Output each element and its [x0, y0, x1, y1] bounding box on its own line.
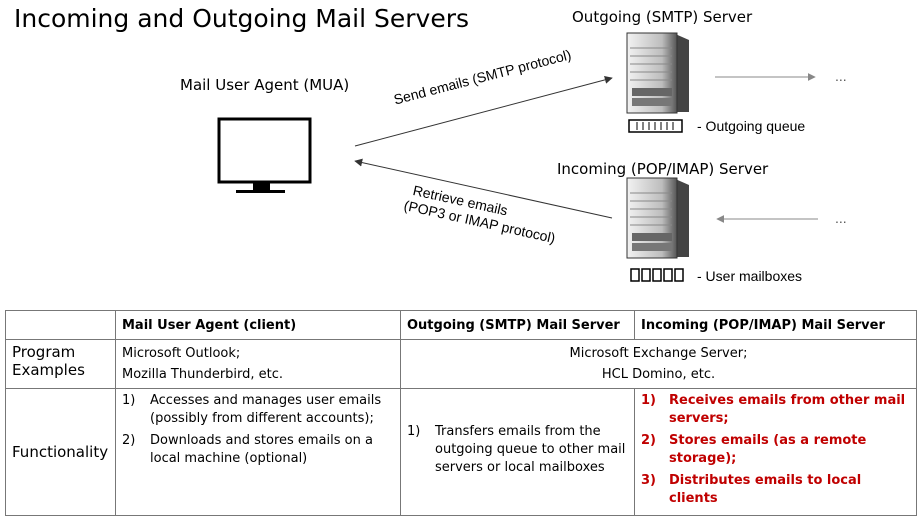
- program-label: Program: [12, 343, 76, 361]
- list-item: 3) Distributes emails to local clients: [641, 472, 910, 508]
- table-row-program-examples: Program Examples Microsoft Outlook; Mozi…: [5, 339, 917, 389]
- queue-icon: [628, 119, 683, 133]
- comparison-table: Mail User Agent (client) Outgoing (SMTP)…: [5, 310, 917, 516]
- user-mailboxes-label: - User mailboxes: [697, 268, 803, 284]
- functionality-label: Functionality: [5, 388, 116, 516]
- list-number: 2): [641, 433, 656, 448]
- outgoing-queue-label: - Outgoing queue: [697, 118, 806, 134]
- client-functions-cell: 1) Accesses and manages user emails (poss…: [115, 388, 401, 516]
- ellipsis-bottom: ...: [835, 210, 847, 226]
- server-examples-cell: Microsoft Exchange Server; HCL Domino, e…: [400, 339, 917, 389]
- smtp-server-icon: [626, 32, 689, 114]
- list-number: 2): [122, 433, 136, 448]
- examples-label: Examples: [12, 361, 85, 379]
- list-number: 1): [641, 393, 656, 408]
- list-text: Downloads and stores emails on a local m…: [150, 433, 373, 466]
- list-item: 1) Transfers emails from the outgoing que…: [407, 423, 628, 477]
- mailboxes-icon: [630, 268, 684, 282]
- table-header-client: Mail User Agent (client): [115, 310, 401, 340]
- list-text: Stores emails (as a remote storage);: [669, 433, 867, 466]
- client-example-2: Mozilla Thunderbird, etc.: [122, 367, 284, 382]
- client-example-1: Microsoft Outlook;: [122, 346, 241, 361]
- list-text: Distributes emails to local clients: [669, 473, 862, 506]
- incoming-functions-cell: 1) Receives emails from other mail server…: [634, 388, 917, 516]
- list-number: 1): [407, 424, 421, 439]
- monitor-icon: [217, 117, 312, 193]
- list-number: 3): [641, 473, 656, 488]
- list-number: 1): [122, 393, 136, 408]
- ellipsis-top: ...: [835, 68, 847, 84]
- server-example-2: HCL Domino, etc.: [601, 367, 716, 382]
- send-arrow: [354, 75, 613, 147]
- mua-label: Mail User Agent (MUA): [180, 76, 350, 94]
- table-header-incoming: Incoming (POP/IMAP) Mail Server: [634, 310, 917, 340]
- server-example-1: Microsoft Exchange Server;: [569, 346, 748, 361]
- list-text: Receives emails from other mail servers;: [669, 393, 906, 426]
- pop-server-icon: [626, 177, 689, 259]
- list-text: Transfers emails from the outgoing queue…: [435, 424, 626, 475]
- table-header-row: Mail User Agent (client) Outgoing (SMTP)…: [5, 310, 917, 340]
- program-examples-label: Program Examples: [5, 339, 116, 389]
- list-item: 1) Receives emails from other mail server…: [641, 392, 910, 428]
- outgoing-functions-cell: 1) Transfers emails from the outgoing que…: [400, 388, 635, 516]
- smtp-server-label: Outgoing (SMTP) Server: [572, 8, 753, 26]
- client-examples-cell: Microsoft Outlook; Mozilla Thunderbird, …: [115, 339, 401, 389]
- page-title: Incoming and Outgoing Mail Servers: [14, 4, 470, 33]
- list-item: 2) Stores emails (as a remote storage);: [641, 432, 910, 468]
- list-item: 2) Downloads and stores emails on a local…: [122, 432, 394, 468]
- pop-server-label: Incoming (POP/IMAP) Server: [557, 160, 769, 178]
- list-item: 1) Accesses and manages user emails (poss…: [122, 392, 394, 428]
- table-header-outgoing: Outgoing (SMTP) Mail Server: [400, 310, 635, 340]
- mail-flow-diagram: [217, 32, 818, 282]
- retrieve-arrow: [354, 158, 613, 219]
- table-row-functionality: Functionality 1) Accesses and manages use…: [5, 388, 917, 516]
- list-text: Accesses and manages user emails (possib…: [150, 393, 382, 426]
- table-header-empty: [5, 310, 116, 340]
